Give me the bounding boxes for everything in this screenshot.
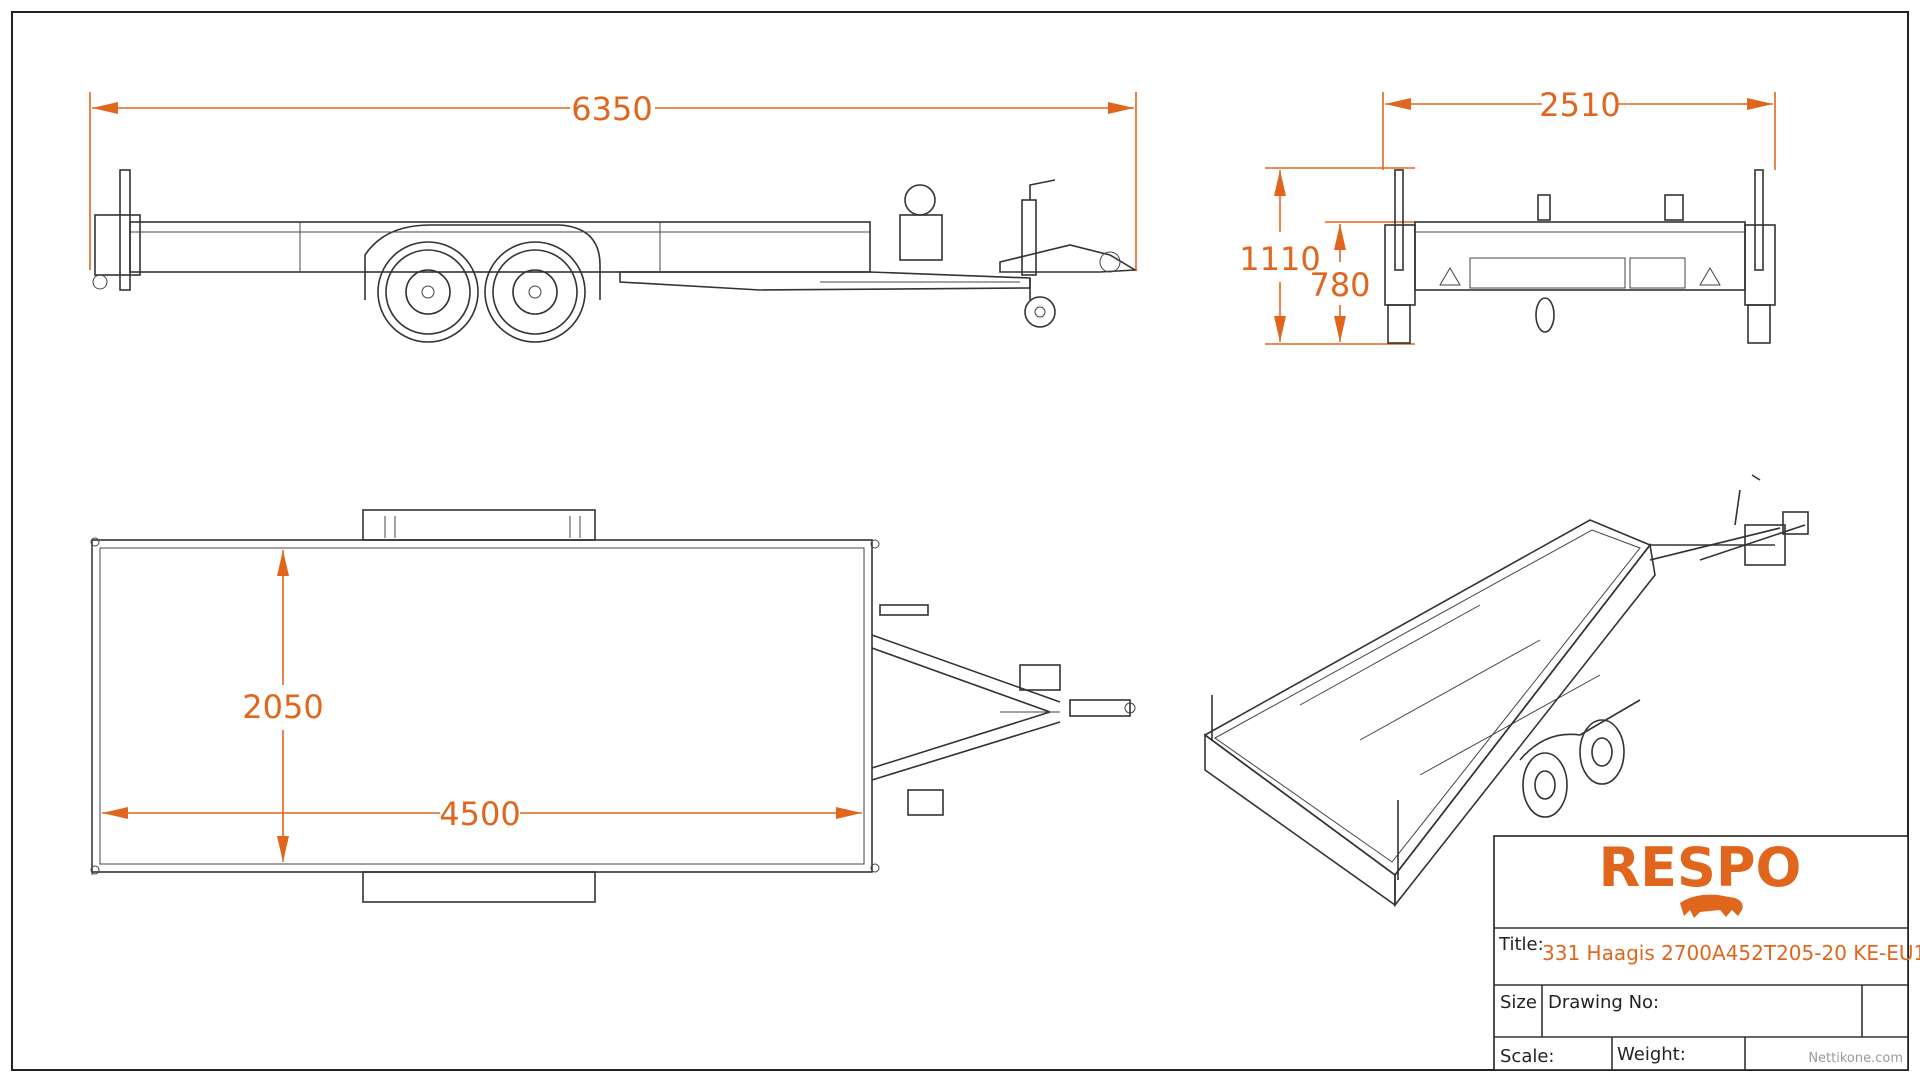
side-view: 6350 [89, 90, 1138, 343]
title-label: Title: [1498, 934, 1544, 955]
dimension-top-length: 4500 [102, 795, 862, 833]
brand-logo: RESPO [1599, 836, 1802, 899]
sheet-border [11, 11, 1909, 1071]
dimension-rear-height-total: 1110 [1239, 167, 1415, 345]
top-view: 2050 4500 [90, 509, 1136, 903]
title-block: RESPO Title: 331 Haagis 2700A452T205-20 … [1493, 835, 1920, 1071]
rear-height-total-label: 1110 [1239, 240, 1320, 278]
watermark: Nettikone.com [1808, 1051, 1903, 1066]
top-length-label: 4500 [439, 795, 520, 833]
side-length-label: 6350 [571, 90, 652, 128]
rear-width-label: 2510 [1539, 86, 1620, 124]
rear-height-deck-label: 780 [1309, 266, 1370, 304]
title-value: 331 Haagis 2700A452T205-20 KE-EU1. [1542, 941, 1920, 965]
brand-animal-icon [1680, 894, 1743, 918]
scale-label: Scale: [1500, 1046, 1555, 1067]
isometric-view [1203, 474, 1809, 908]
dimension-rear-height-deck: 780 [1309, 221, 1415, 342]
size-label: Size [1500, 992, 1537, 1013]
rear-view: 2510 1110 780 [1239, 86, 1776, 345]
dimension-side-length: 6350 [89, 90, 1137, 270]
dimension-top-width: 2050 [242, 550, 324, 862]
top-width-label: 2050 [242, 688, 323, 726]
weight-label: Weight: [1617, 1044, 1686, 1065]
drawing-no-label: Drawing No: [1548, 992, 1659, 1013]
dimension-rear-width: 2510 [1382, 86, 1776, 170]
